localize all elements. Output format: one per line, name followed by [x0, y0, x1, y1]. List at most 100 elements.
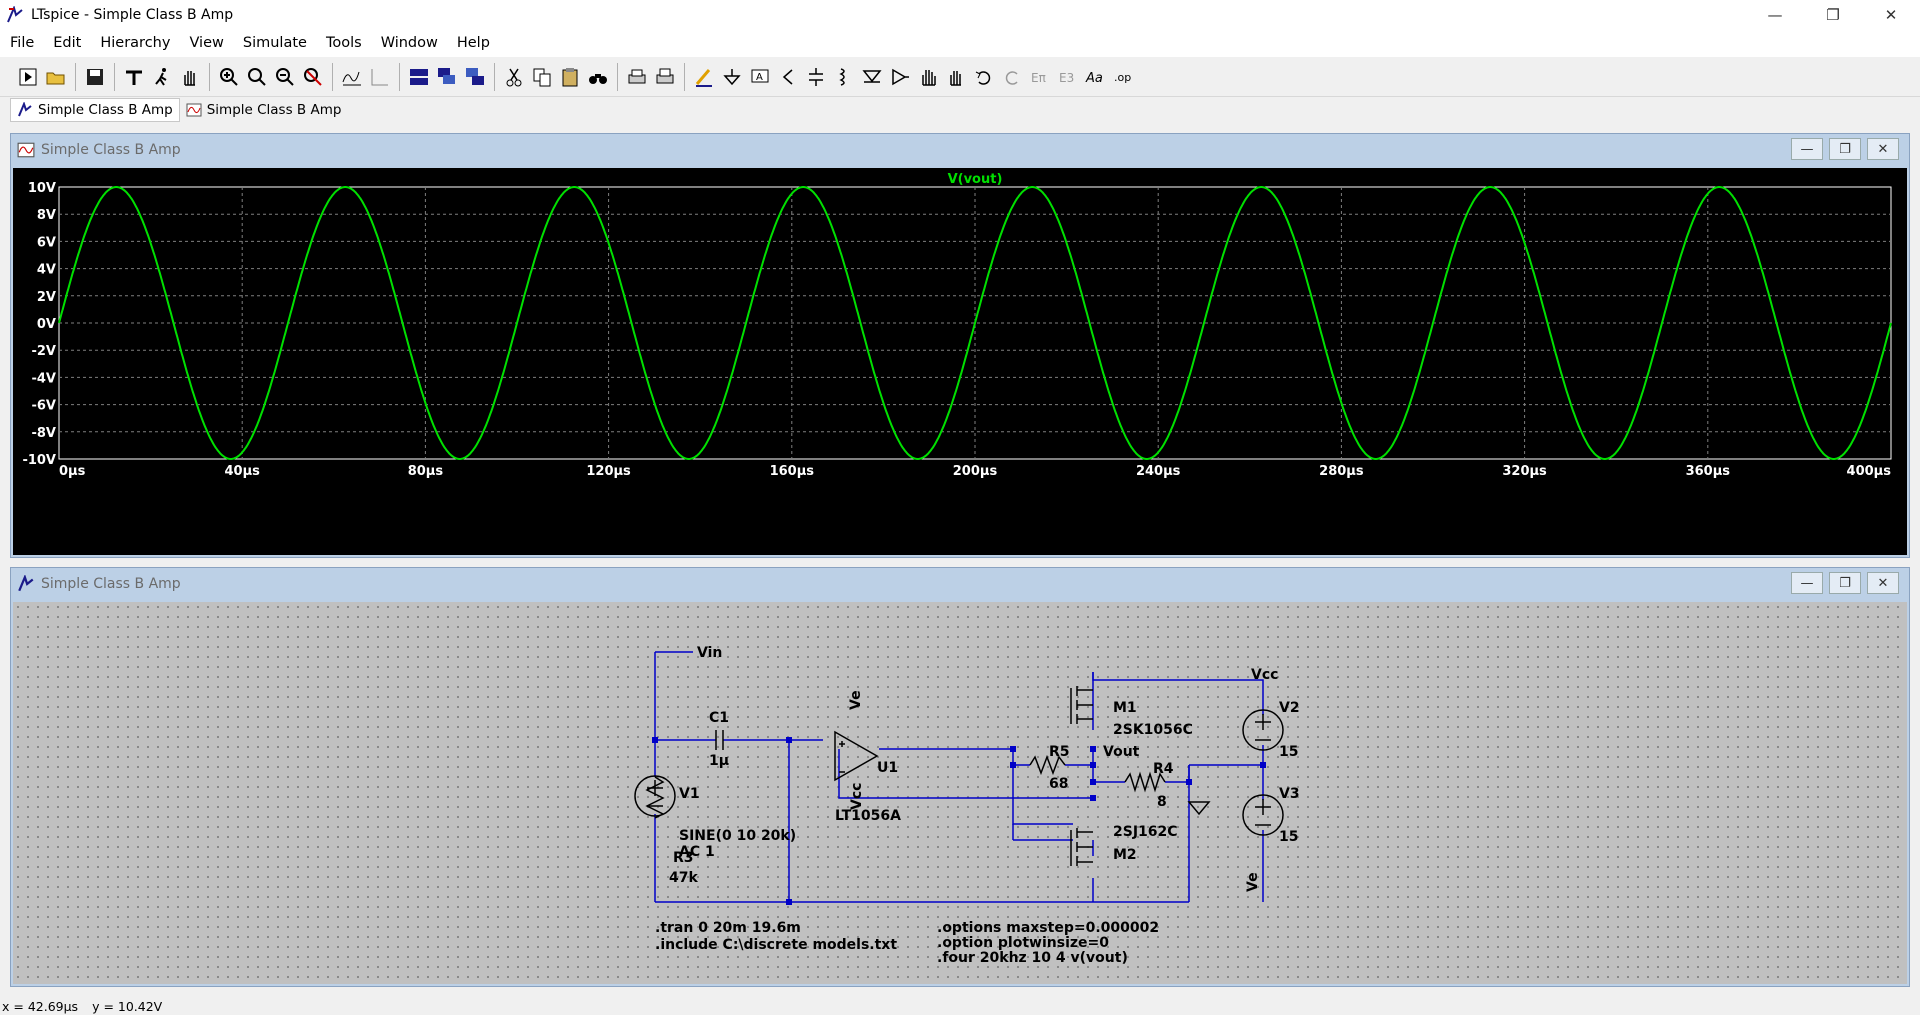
menu-help[interactable]: Help — [456, 35, 490, 51]
menu-view[interactable]: View — [189, 35, 224, 51]
minimize-button[interactable]: — — [1791, 138, 1823, 160]
restore-button[interactable]: ❐ — [1829, 572, 1861, 594]
menu-window[interactable]: Window — [380, 35, 438, 51]
menu-hierarchy[interactable]: Hierarchy — [100, 35, 171, 51]
zoom-fit-icon[interactable] — [299, 63, 327, 91]
tab-schematic[interactable]: Simple Class B Amp — [10, 98, 180, 122]
schematic-icon — [18, 575, 34, 592]
x-tick-label: 240µs — [1136, 464, 1181, 479]
label-r5: R5 — [1049, 744, 1070, 760]
directive-tran[interactable]: .tran 0 20m 19.6m — [655, 920, 801, 936]
minimize-button[interactable]: — — [1791, 572, 1823, 594]
save-icon[interactable] — [81, 63, 109, 91]
control-panel-icon[interactable] — [120, 63, 148, 91]
svg-text:Aa: Aa — [1085, 71, 1103, 86]
schematic-window-caption: Simple Class B Amp — [11, 568, 1909, 600]
y-tick-label: 6V — [37, 235, 56, 250]
menu-file[interactable]: File — [10, 35, 35, 51]
text-icon[interactable]: Aa — [1082, 63, 1110, 91]
diode-icon[interactable] — [858, 63, 886, 91]
x-tick-label: 40µs — [224, 464, 260, 479]
component-icon[interactable] — [886, 63, 914, 91]
rotate-icon: Eπ — [1026, 63, 1054, 91]
x-tick-label: 80µs — [408, 464, 444, 479]
minimize-button[interactable]: — — [1767, 5, 1783, 24]
close-button[interactable]: ✕ — [1867, 138, 1899, 160]
label-v1-value: SINE(0 10 20k) — [679, 828, 796, 844]
mirror-icon: E3 — [1054, 63, 1082, 91]
zoom-out-icon[interactable] — [271, 63, 299, 91]
waveform-window-title: Simple Class B Amp — [41, 142, 181, 158]
toolbar-separator — [114, 62, 115, 91]
run-icon[interactable] — [14, 63, 42, 91]
draw-wire-icon[interactable] — [690, 63, 718, 91]
y-tick-label: -2V — [31, 344, 56, 359]
waveform-icon — [186, 103, 202, 117]
menu-tools[interactable]: Tools — [325, 35, 362, 51]
close-button[interactable]: ✕ — [1884, 5, 1898, 24]
directive-plotwinsize[interactable]: .option plotwinsize=0 — [937, 935, 1109, 951]
run-man-icon[interactable] — [148, 63, 176, 91]
ground-icon[interactable] — [718, 63, 746, 91]
capacitor-icon[interactable] — [802, 63, 830, 91]
tab-label: Simple Class B Amp — [206, 102, 342, 118]
y-tick-label: -4V — [31, 371, 56, 386]
document-tabs: Simple Class B Amp Simple Class B Amp — [0, 97, 1920, 123]
label-ve-top: Ve — [848, 690, 864, 710]
label-net-icon[interactable]: A — [746, 63, 774, 91]
label-r3-value: 47k — [669, 870, 698, 886]
menu-simulate[interactable]: Simulate — [242, 35, 307, 51]
label-v2: V2 — [1279, 700, 1300, 716]
undo-icon[interactable] — [970, 63, 998, 91]
toolbar-separator — [494, 62, 495, 91]
status-bar: x = 42.69µs y = 10.42V — [0, 997, 1920, 1015]
restore-button[interactable]: ❐ — [1826, 5, 1840, 24]
print-icon[interactable] — [623, 63, 651, 91]
print-preview-icon[interactable] — [651, 63, 679, 91]
inductor-icon[interactable] — [830, 63, 858, 91]
copy-icon[interactable] — [528, 63, 556, 91]
redo-icon — [998, 63, 1026, 91]
restore-button[interactable]: ❐ — [1829, 138, 1861, 160]
find-binoculars-icon[interactable] — [584, 63, 612, 91]
label-vcc: Vcc — [1251, 667, 1278, 683]
directive-include[interactable]: .include C:\discrete models.txt — [655, 937, 897, 953]
schematic-window: Simple Class B Amp — ❐ ✕ — [10, 567, 1910, 987]
directive-four[interactable]: .four 20khz 10 4 v(vout) — [937, 950, 1128, 966]
tab-waveform[interactable]: Simple Class B Amp — [180, 98, 348, 122]
label-v1: V1 — [679, 786, 700, 802]
close-button[interactable]: ✕ — [1867, 572, 1899, 594]
autorange-icon[interactable] — [338, 63, 366, 91]
schematic-canvas[interactable]: Vin C1 1µ Ve U1 Vcc LT1056A M1 2SK1056C … — [13, 602, 1907, 984]
cursor-x-readout: x = 42.69µs — [2, 998, 79, 1014]
schematic-drawing[interactable]: Vin C1 1µ Ve U1 Vcc LT1056A M1 2SK1056C … — [13, 602, 1907, 984]
tile-vertical-icon[interactable] — [461, 63, 489, 91]
cut-icon[interactable] — [500, 63, 528, 91]
cascade-icon[interactable] — [433, 63, 461, 91]
open-folder-icon[interactable] — [42, 63, 70, 91]
capacitor-tool-icon[interactable] — [774, 63, 802, 91]
svg-text:Eπ: Eπ — [1031, 71, 1046, 85]
label-ve-bottom: Ve — [1245, 872, 1261, 892]
pan-hand-icon[interactable] — [176, 63, 204, 91]
spice-directive-icon[interactable]: .op — [1110, 63, 1138, 91]
waveform-icon — [17, 142, 35, 158]
zoom-in-icon[interactable] — [215, 63, 243, 91]
move-hand-icon[interactable] — [914, 63, 942, 91]
label-r4-value: 8 — [1157, 794, 1167, 810]
tile-horizontal-icon[interactable] — [405, 63, 433, 91]
toolbar-separator — [617, 62, 618, 91]
drag-hand-icon[interactable] — [942, 63, 970, 91]
x-tick-label: 200µs — [953, 464, 998, 479]
x-tick-label: 160µs — [770, 464, 815, 479]
directive-options[interactable]: .options maxstep=0.000002 — [937, 920, 1159, 936]
zoom-area-icon[interactable] — [243, 63, 271, 91]
x-tick-label: 0µs — [59, 464, 86, 479]
grid-icon[interactable] — [366, 63, 394, 91]
paste-icon[interactable] — [556, 63, 584, 91]
toolbar-separator — [399, 62, 400, 91]
menu-edit[interactable]: Edit — [53, 35, 82, 51]
